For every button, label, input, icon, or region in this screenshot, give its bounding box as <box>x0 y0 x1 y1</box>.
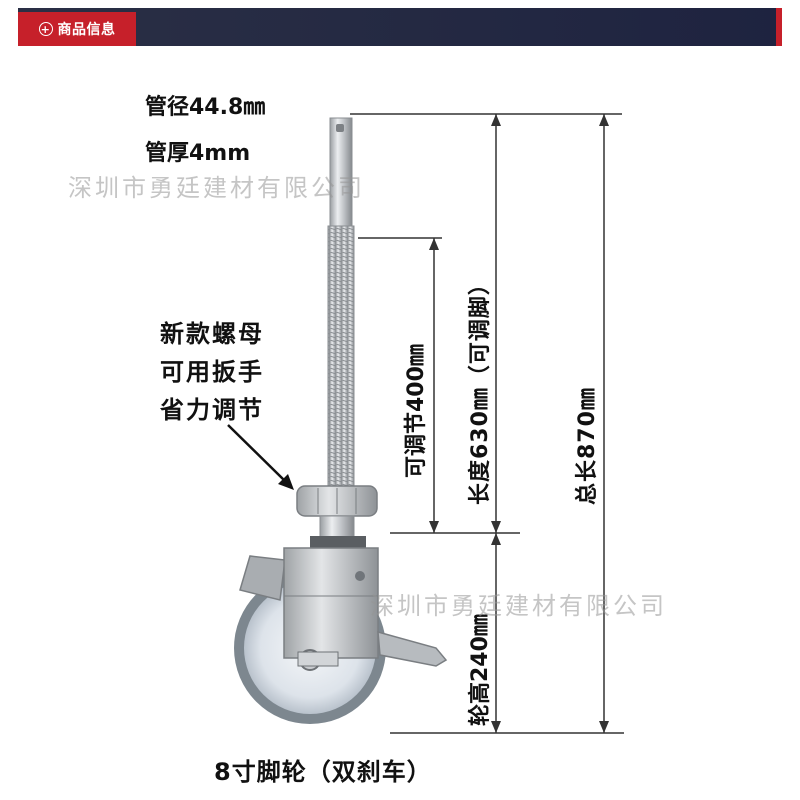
caster-body <box>234 547 448 724</box>
nut-note-line-3: 省力调节 <box>160 396 264 424</box>
header-accent <box>776 8 782 46</box>
pointer-arrow <box>227 424 294 490</box>
total-length-label: 总长870㎜ <box>575 387 600 505</box>
adjustable-label: 可调节400㎜ <box>404 344 429 478</box>
threaded-rod <box>327 117 355 489</box>
plus-circle-icon: + <box>38 22 53 36</box>
pipe-thickness-label: 管厚4mm <box>145 141 251 166</box>
watermark-top: 深圳市勇廷建材有限公司 <box>68 174 365 202</box>
length-label: 长度630㎜（可调脚） <box>468 272 493 505</box>
watermark-bottom: 深圳市勇廷建材有限公司 <box>370 592 667 620</box>
header-bar: + 商品信息 <box>18 8 782 46</box>
nut-note-line-2: 可用扳手 <box>160 358 264 386</box>
wheel-height-label: 轮高240㎜ <box>468 614 493 726</box>
caption-label: 8寸脚轮（双刹车） <box>214 758 432 786</box>
nut-note-line-1: 新款螺母 <box>160 320 264 348</box>
pipe-diameter-label: 管径44.8㎜ <box>145 95 266 120</box>
adjust-nut <box>296 485 378 548</box>
dimension-arrows <box>429 114 609 733</box>
product-image-area <box>18 46 782 800</box>
tab-product-info[interactable]: + 商品信息 <box>18 12 136 46</box>
dimension-lines <box>350 113 624 734</box>
tab-label: 商品信息 <box>57 22 116 38</box>
